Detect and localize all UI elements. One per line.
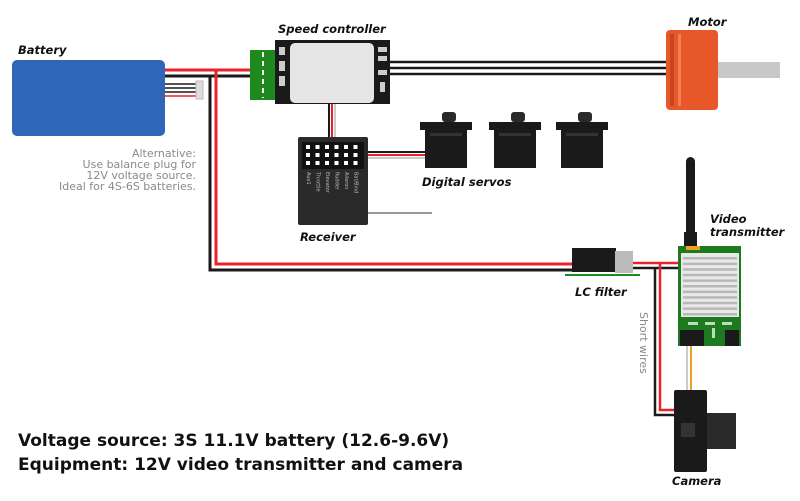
receiver-pin: [353, 145, 358, 149]
branch-wires-to-lc-filter: [208, 70, 575, 272]
alternative-note: Alternative: Use balance plug for 12V vo…: [59, 147, 197, 193]
heatsink-fin: [683, 296, 737, 299]
esc-signal-lead: [328, 104, 336, 138]
receiver-pin: [353, 153, 358, 157]
servo: [420, 112, 472, 168]
filtered-power-wires: [633, 261, 681, 417]
video-lead: [686, 346, 692, 392]
receiver-channel-label: Aileron: [343, 172, 349, 189]
camera-label: Camera: [672, 474, 722, 488]
heatsink-fin: [683, 301, 737, 305]
servo-leads: [368, 151, 430, 159]
receiver-pin: [306, 153, 310, 157]
heatsink-fin: [683, 279, 737, 282]
receiver-pin: [334, 153, 339, 157]
receiver-pin: [344, 161, 348, 165]
receiver-channel-label: Rudder: [334, 172, 340, 191]
heatsink-fin: [683, 273, 737, 277]
note-line: 12V voltage source.: [86, 169, 196, 182]
receiver-pin: [334, 161, 339, 165]
video-transmitter-label-1: Video: [710, 212, 747, 226]
receiver-pin: [325, 153, 329, 157]
receiver-pin: [306, 145, 310, 149]
equipment-text: Equipment: 12V video transmitter and cam…: [18, 455, 464, 475]
camera: [674, 390, 736, 472]
lc-filter-label: LC filter: [575, 285, 628, 299]
receiver-channel-label: Elevator: [324, 172, 330, 194]
note-line: Use balance plug for: [83, 158, 197, 171]
receiver-pin: [315, 161, 320, 165]
battery-label: Battery: [18, 43, 67, 57]
lc-filter: [565, 248, 640, 276]
receiver-pin: [306, 161, 310, 165]
heatsink-fin: [683, 290, 737, 294]
receiver-channel-label: Aux1: [305, 172, 311, 185]
heatsink-fin: [683, 257, 737, 260]
note-line: Ideal for 4S-6S batteries.: [59, 180, 196, 193]
heatsink-fin: [683, 313, 737, 316]
receiver-channel-label: Bat/Bind: [353, 172, 359, 193]
servo: [556, 112, 608, 168]
vtx-antenna: [684, 157, 697, 247]
balance-lead: [165, 80, 204, 100]
motor-wires: [390, 60, 666, 76]
heatsink-fin: [683, 307, 737, 310]
servo: [489, 112, 541, 168]
heatsink-fin: [683, 285, 737, 288]
battery: [12, 60, 165, 136]
digital-servos: [420, 112, 608, 168]
digital-servos-label: Digital servos: [422, 175, 512, 189]
voltage-source-text: Voltage source: 3S 11.1V battery (12.6-9…: [18, 431, 450, 451]
receiver-pin: [315, 153, 320, 157]
speed-controller: [250, 40, 390, 104]
heatsink-fin: [683, 268, 737, 271]
receiver-pin: [353, 161, 358, 165]
receiver-label: Receiver: [300, 230, 357, 244]
heatsink-fin: [683, 262, 737, 266]
video-transmitter-label-2: transmitter: [710, 225, 786, 239]
battery-power-wires: [165, 68, 252, 78]
speed-controller-label: Speed controller: [278, 22, 387, 36]
short-wires-label: Short wires: [637, 312, 650, 374]
receiver-pin: [325, 145, 329, 149]
receiver-pin: [344, 153, 348, 157]
receiver-pin: [325, 161, 329, 165]
receiver-pin: [344, 145, 348, 149]
receiver-channel-label: Throttle: [315, 171, 321, 192]
motor-label: Motor: [688, 15, 728, 29]
motor: [666, 30, 780, 110]
receiver-pin: [315, 145, 320, 149]
receiver-pin: [334, 145, 339, 149]
note-line: Alternative:: [132, 147, 196, 160]
video-transmitter: [678, 246, 741, 346]
